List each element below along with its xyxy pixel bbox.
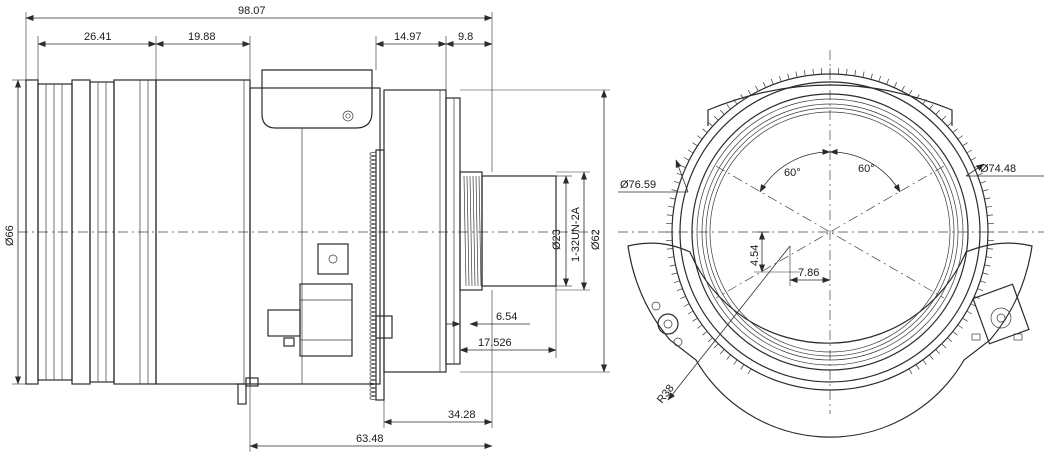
c-mount [459,171,557,291]
dim-offset-horizontal: 7.86 [798,267,819,279]
front-view: 60° 60° Ø76.59 Ø74.48 4.54 7.86 R38 [618,50,1044,438]
dim-gear-to-flange: 34.28 [448,409,476,421]
dim-mount-thread: 1-32UN-2A [570,206,582,262]
dim-front-barrel: 26.41 [84,31,112,43]
dim-angle-right: 60° [858,163,875,175]
rear-diameter-dims: Ø23 1-32UN-2A Ø62 [460,89,610,373]
gear-ring [369,149,393,401]
dim-gear-diameter-left: Ø76.59 [620,179,656,191]
dim-body-to-flange: 63.48 [356,433,384,445]
dim-mount-diameter: Ø23 [551,229,563,250]
dim-gear-diameter-right: Ø74.48 [980,163,1016,175]
side-view: 98.07 26.41 19.88 14.97 9.8 Ø66 [4,5,610,452]
dim-offset-vertical: 4.54 [749,245,761,266]
front-diameter-dim: Ø66 [4,79,26,385]
dim-overall-length: 98.07 [238,5,266,17]
bottom-dimensions: 6.54 17.526 34.28 63.48 [249,286,557,452]
side-arc-shell [627,242,1033,438]
lens-body [237,69,381,405]
dim-radius: R38 [655,383,677,406]
dim-rear-section: 14.97 [394,31,422,43]
pinion-gear [657,313,679,335]
dim-flange-offset: 6.54 [496,311,517,323]
dim-front-diameter: Ø66 [4,225,16,246]
rear-housing [383,89,461,373]
dim-mount-length: 9.8 [458,31,473,43]
dim-mid-barrel: 19.88 [188,31,216,43]
dim-back-focus: 17.526 [478,337,512,349]
screw-block [972,283,1030,345]
dim-rear-diameter: Ø62 [590,229,602,250]
dim-angle-left: 60° [784,167,801,179]
top-dimensions: 98.07 26.41 19.88 14.97 9.8 [25,5,493,172]
